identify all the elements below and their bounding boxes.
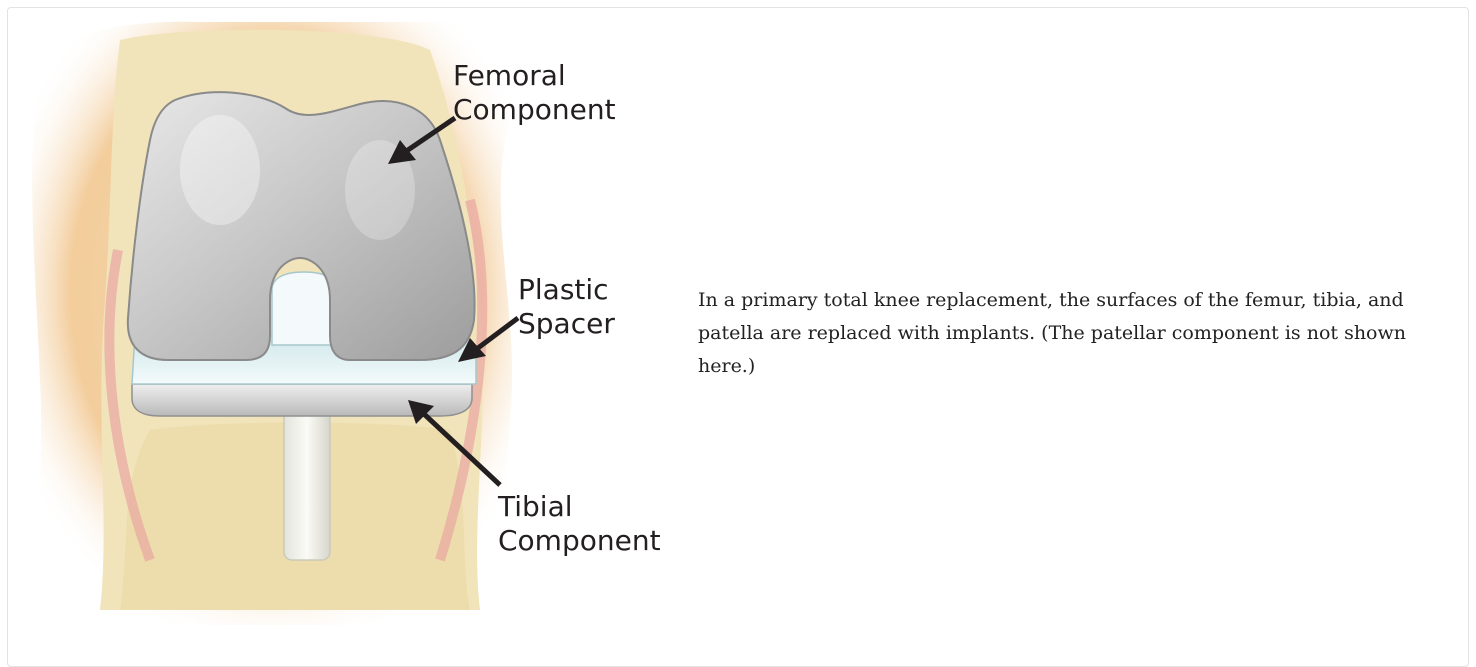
knee-implant-illustration: Femoral Component Plastic Spacer Tibial … <box>0 0 680 651</box>
tibial-stem <box>284 410 330 560</box>
plastic-label-line2: Spacer <box>518 307 615 341</box>
plastic-label-line1: Plastic <box>518 273 609 307</box>
tibial-label-line2: Component <box>498 524 661 558</box>
femoral-label-line1: Femoral <box>453 59 566 93</box>
femoral-highlight-left <box>180 115 260 225</box>
spacer-post <box>272 272 336 345</box>
figure-caption: In a primary total knee replacement, the… <box>698 284 1428 383</box>
tibial-label-line1: Tibial <box>498 490 573 524</box>
femoral-label-line2: Component <box>453 93 616 127</box>
